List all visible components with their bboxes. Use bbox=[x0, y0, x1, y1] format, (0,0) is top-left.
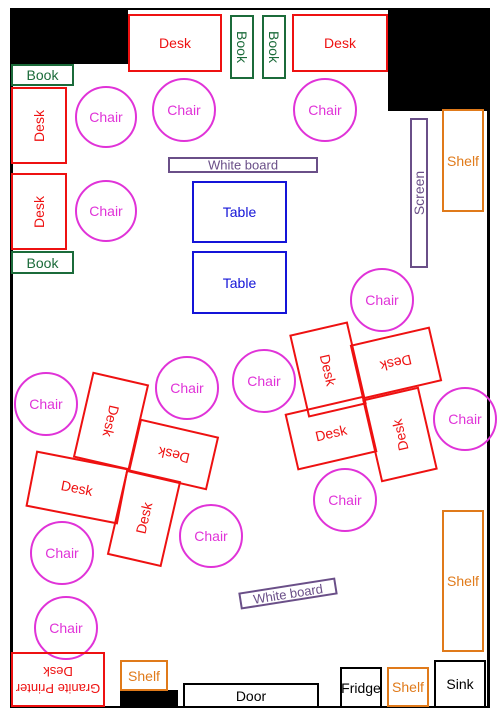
chair-1: Chair bbox=[75, 86, 137, 148]
shelf-bottom-right: Shelf bbox=[387, 667, 429, 707]
chair-7: Chair bbox=[155, 356, 219, 420]
desk-top-left: Desk bbox=[128, 14, 222, 72]
whiteboard-top: White board bbox=[168, 157, 318, 173]
desk-cluster-b-4: Desk bbox=[362, 386, 438, 483]
projector-screen: Screen bbox=[410, 118, 428, 268]
chair-5: Chair bbox=[350, 268, 414, 332]
chair-3: Chair bbox=[293, 78, 357, 142]
desk-left-lower: Desk bbox=[11, 173, 67, 250]
chair-13: Chair bbox=[34, 596, 98, 660]
chair-2: Chair bbox=[152, 78, 216, 142]
shelf-right-top: Shelf bbox=[442, 109, 484, 212]
whiteboard-bottom: White board bbox=[238, 577, 338, 610]
desk-granite-printer: Granite Printer Desk bbox=[11, 652, 105, 707]
table-lower: Table bbox=[192, 251, 287, 314]
sink: Sink bbox=[434, 660, 486, 708]
desk-top-right: Desk bbox=[292, 14, 388, 72]
door: Door bbox=[183, 683, 319, 708]
desk-left-upper: Desk bbox=[11, 87, 67, 164]
corner-block-top-left bbox=[10, 8, 128, 64]
shelf-right-bottom: Shelf bbox=[442, 510, 484, 652]
desk-cluster-b-2: Desk bbox=[349, 326, 443, 400]
chair-12: Chair bbox=[30, 521, 94, 585]
chair-6: Chair bbox=[232, 349, 296, 413]
chair-4: Chair bbox=[75, 180, 137, 242]
book-top-1: Book bbox=[230, 15, 254, 79]
chair-10: Chair bbox=[313, 468, 377, 532]
printer-desk-label-line2: Desk bbox=[43, 663, 73, 679]
book-top-2: Book bbox=[262, 15, 286, 79]
chair-8: Chair bbox=[14, 372, 78, 436]
room-wall-left bbox=[10, 10, 13, 708]
printer-desk-label-line1: Granite Printer bbox=[15, 680, 101, 696]
room-wall-top bbox=[10, 8, 490, 10]
shelf-bottom-left: Shelf bbox=[120, 660, 168, 691]
fridge: Fridge bbox=[340, 667, 382, 708]
chair-11: Chair bbox=[179, 504, 243, 568]
corner-block-top-right bbox=[388, 8, 490, 111]
book-left-top: Book bbox=[11, 64, 74, 86]
book-left-middle: Book bbox=[11, 251, 74, 274]
block-bottom-left bbox=[120, 690, 178, 708]
chair-9: Chair bbox=[433, 387, 497, 451]
table-upper: Table bbox=[192, 181, 287, 243]
